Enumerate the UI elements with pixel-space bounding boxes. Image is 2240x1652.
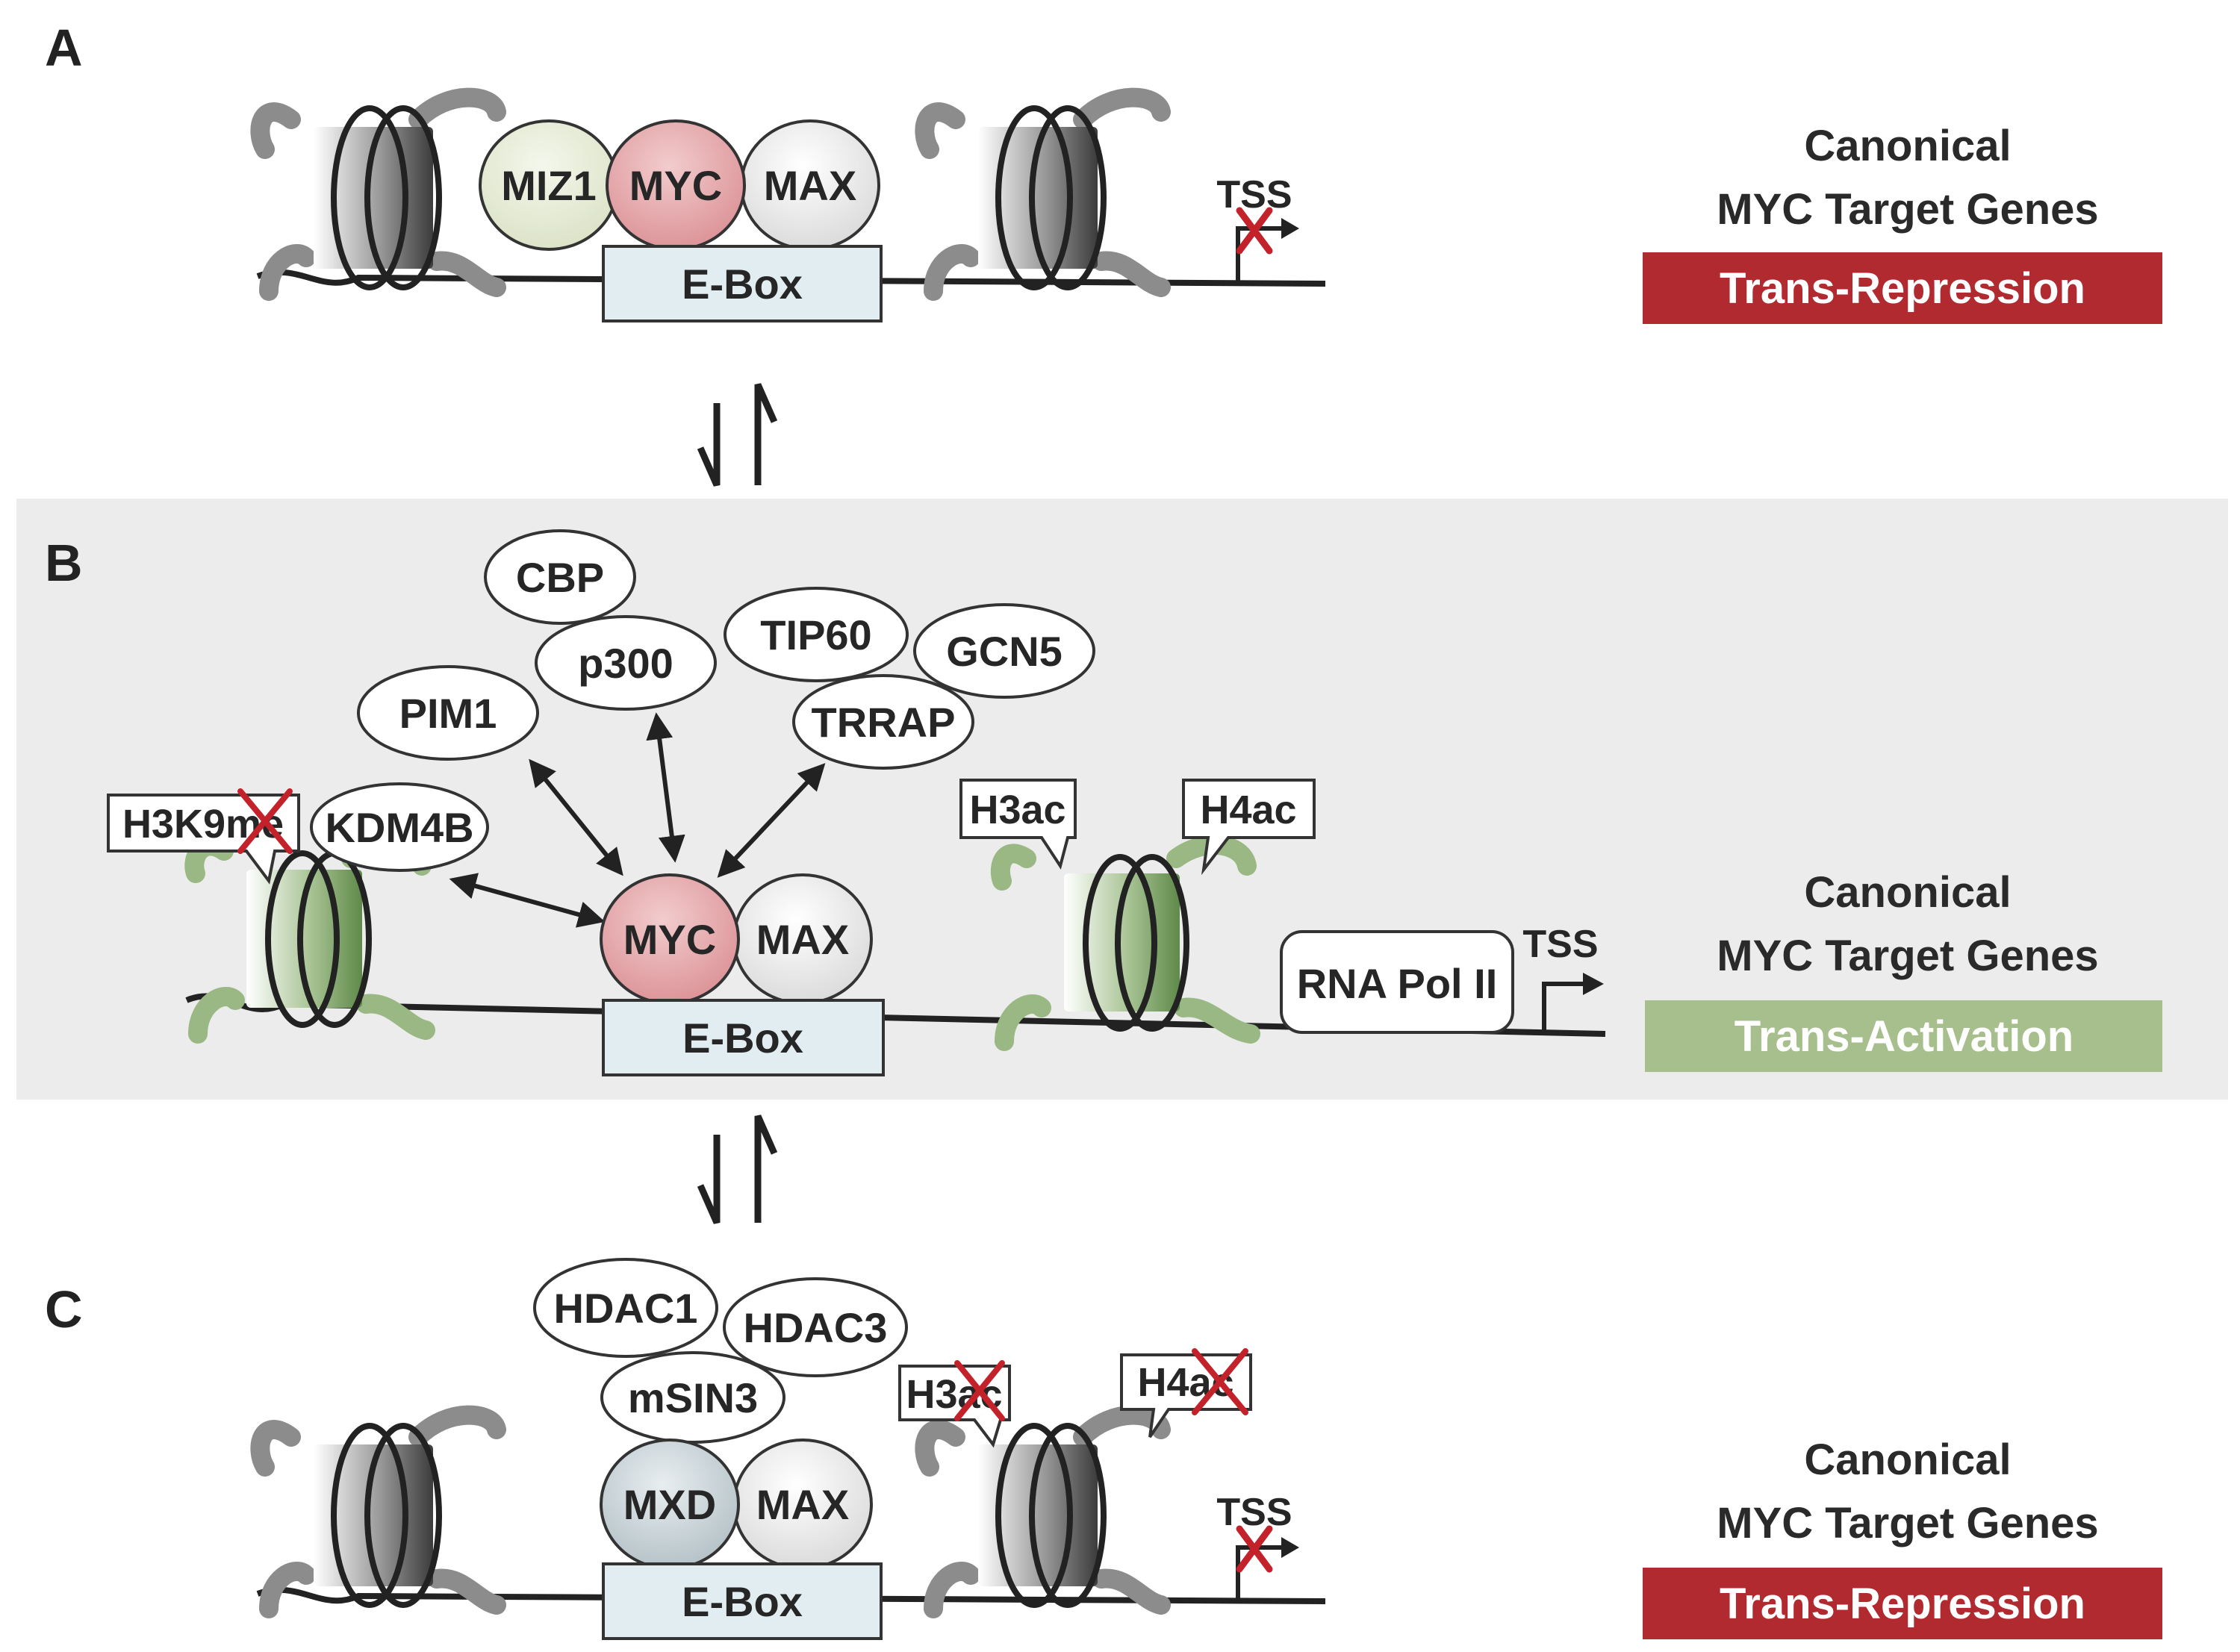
- repression-banner-label: Trans-Repression: [1720, 1580, 2085, 1628]
- cbp-cofactor: CBP: [484, 529, 636, 625]
- miz1-label: MIZ1: [501, 162, 597, 209]
- pim1-label: PIM1: [399, 690, 497, 737]
- tss-a: TSS: [1216, 173, 1299, 282]
- trrap-label: TRRAP: [812, 699, 956, 746]
- cbp-label: CBP: [516, 554, 604, 601]
- mxd-label: MXD: [623, 1481, 716, 1528]
- ebox-label: E-Box: [682, 1578, 803, 1625]
- tss-label: TSS: [1216, 173, 1292, 216]
- tss-b: TSS: [1522, 923, 1604, 1034]
- h3k9me-callout: H3K9me: [107, 788, 300, 885]
- arrow-pim1-myc: [529, 758, 623, 876]
- h4ac-callout: H4ac: [1120, 1348, 1252, 1439]
- trrap-cofactor: TRRAP: [792, 674, 974, 770]
- tss-label: TSS: [1522, 923, 1598, 966]
- arrow-p300-myc: [646, 712, 685, 863]
- interaction-arrows: [449, 712, 826, 928]
- kdm4b-cofactor: KDM4B: [310, 782, 489, 872]
- protein-complex-b: MYC MAX: [600, 873, 873, 1005]
- tip60-cofactor: TIP60: [724, 587, 909, 682]
- gcn5-label: GCN5: [946, 628, 1063, 675]
- inhibition-x-icon: [237, 788, 293, 854]
- caption-line1: Canonical: [1804, 1436, 2011, 1484]
- h3ac-callout: H3ac: [898, 1360, 1011, 1448]
- tss-label: TSS: [1216, 1491, 1292, 1534]
- protein-complex-c: MXD MAX: [600, 1439, 873, 1570]
- repression-banner: [1643, 252, 2162, 324]
- inhibition-x-icon: [1236, 207, 1273, 255]
- rna-pol-label: RNA Pol II: [1297, 960, 1498, 1007]
- nucleosome-left: [250, 87, 506, 301]
- panel-b-letter: B: [45, 534, 83, 592]
- max-label: MAX: [756, 1481, 849, 1528]
- h3ac-label: H3ac: [969, 788, 1065, 832]
- gcn5-cofactor: GCN5: [913, 603, 1095, 699]
- ebox-label: E-Box: [682, 1014, 803, 1062]
- inhibition-x-icon: [954, 1360, 1005, 1421]
- kdm4b-label: KDM4B: [325, 804, 473, 851]
- panel-a-letter: A: [45, 19, 83, 77]
- caption-line2: MYC Target Genes: [1717, 1499, 2098, 1547]
- p300-label: p300: [578, 640, 673, 687]
- caption-line1: Canonical: [1804, 868, 2011, 917]
- inhibition-x-icon: [1192, 1348, 1248, 1415]
- nucleosome-right-active: [990, 835, 1260, 1051]
- caption-b: Canonical MYC Target Genes Trans-Activat…: [1645, 868, 2162, 1072]
- panel-c: C HDAC1 HDAC3 mSIN3: [45, 1258, 2162, 1640]
- caption-line2: MYC Target Genes: [1717, 185, 2098, 234]
- panel-c-letter: C: [45, 1280, 83, 1338]
- h4ac-label: H4ac: [1200, 788, 1296, 832]
- activation-banner: [1645, 1000, 2162, 1072]
- myc-label: MYC: [629, 162, 722, 209]
- tss-c: TSS: [1216, 1491, 1299, 1600]
- p300-cofactor: p300: [535, 615, 717, 711]
- hdac1-label: HDAC1: [554, 1285, 698, 1332]
- myc-label: MYC: [623, 916, 716, 963]
- equilibrium-arrow-bc: [697, 1115, 778, 1224]
- caption-line2: MYC Target Genes: [1717, 932, 2098, 980]
- h4ac-callout: H4ac: [1182, 779, 1316, 876]
- arrow-trrap-myc: [717, 763, 826, 878]
- nucleosome-right: [915, 87, 1171, 301]
- activation-banner-label: Trans-Activation: [1735, 1012, 2073, 1061]
- nucleosome-right: [915, 1405, 1171, 1618]
- caption-a: Canonical MYC Target Genes Trans-Repress…: [1643, 122, 2162, 324]
- pim1-cofactor: PIM1: [357, 665, 539, 761]
- max-label: MAX: [756, 916, 849, 963]
- h3ac-callout: H3ac: [959, 779, 1077, 870]
- max-label: MAX: [764, 162, 856, 209]
- msin3-label: mSIN3: [628, 1374, 758, 1421]
- ebox-b: E-Box: [602, 999, 885, 1076]
- hdac3-label: HDAC3: [744, 1304, 888, 1351]
- repression-banner: [1643, 1568, 2162, 1639]
- hdac1-cofactor: HDAC1: [533, 1258, 718, 1358]
- msin3-cofactor: mSIN3: [600, 1351, 785, 1444]
- ebox-a: E-Box: [602, 245, 883, 322]
- panel-b: B H3K9me KDM4B PIM1: [16, 499, 2228, 1100]
- nucleosome-left: [250, 1405, 506, 1618]
- hdac3-cofactor: HDAC3: [723, 1277, 908, 1377]
- caption-line1: Canonical: [1804, 122, 2011, 170]
- tip60-label: TIP60: [760, 611, 871, 658]
- arrow-kdm4b-myc: [449, 873, 606, 928]
- caption-c: Canonical MYC Target Genes Trans-Repress…: [1643, 1436, 2162, 1639]
- rna-pol-ii: RNA Pol II: [1280, 930, 1514, 1034]
- repression-banner-label: Trans-Repression: [1720, 264, 2085, 313]
- ebox-c: E-Box: [602, 1562, 883, 1640]
- inhibition-x-icon: [1236, 1525, 1273, 1573]
- ebox-label: E-Box: [682, 261, 803, 308]
- equilibrium-arrow-ab: [697, 383, 778, 487]
- panel-a: A MIZ1 MYC MAX E-Box: [45, 19, 2162, 324]
- protein-complex-a: MIZ1 MYC MAX: [479, 119, 880, 251]
